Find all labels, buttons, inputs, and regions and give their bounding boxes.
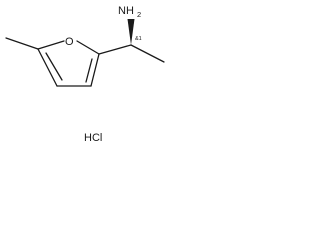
structure-drawing: NH 2 O &1 HCl: [5, 5, 165, 144]
ring-bond-o-c2: [76, 40, 100, 55]
ring-bond-c2-c3: [90, 53, 100, 87]
salt-label: HCl: [84, 132, 102, 144]
ring-bond-c4-c5-inner: [45, 52, 63, 81]
stereo-label: &1: [135, 36, 142, 42]
ring-oxygen-label: O: [65, 36, 74, 48]
methyl-bond-left: [5, 37, 39, 50]
amine-label: NH: [118, 5, 134, 17]
ring-bond-c2-c3-inner: [85, 58, 93, 83]
ring-bond-c4-c5: [37, 48, 58, 87]
ring-bond-c5-o: [37, 40, 65, 50]
methyl-bond-right: [130, 44, 165, 63]
c2-to-chiral-bond: [98, 44, 132, 55]
molecule-diagram: NH 2 O &1 HCl: [0, 0, 179, 151]
amine-subscript: 2: [137, 10, 141, 19]
wedge-bond-to-amine: [127, 19, 135, 45]
